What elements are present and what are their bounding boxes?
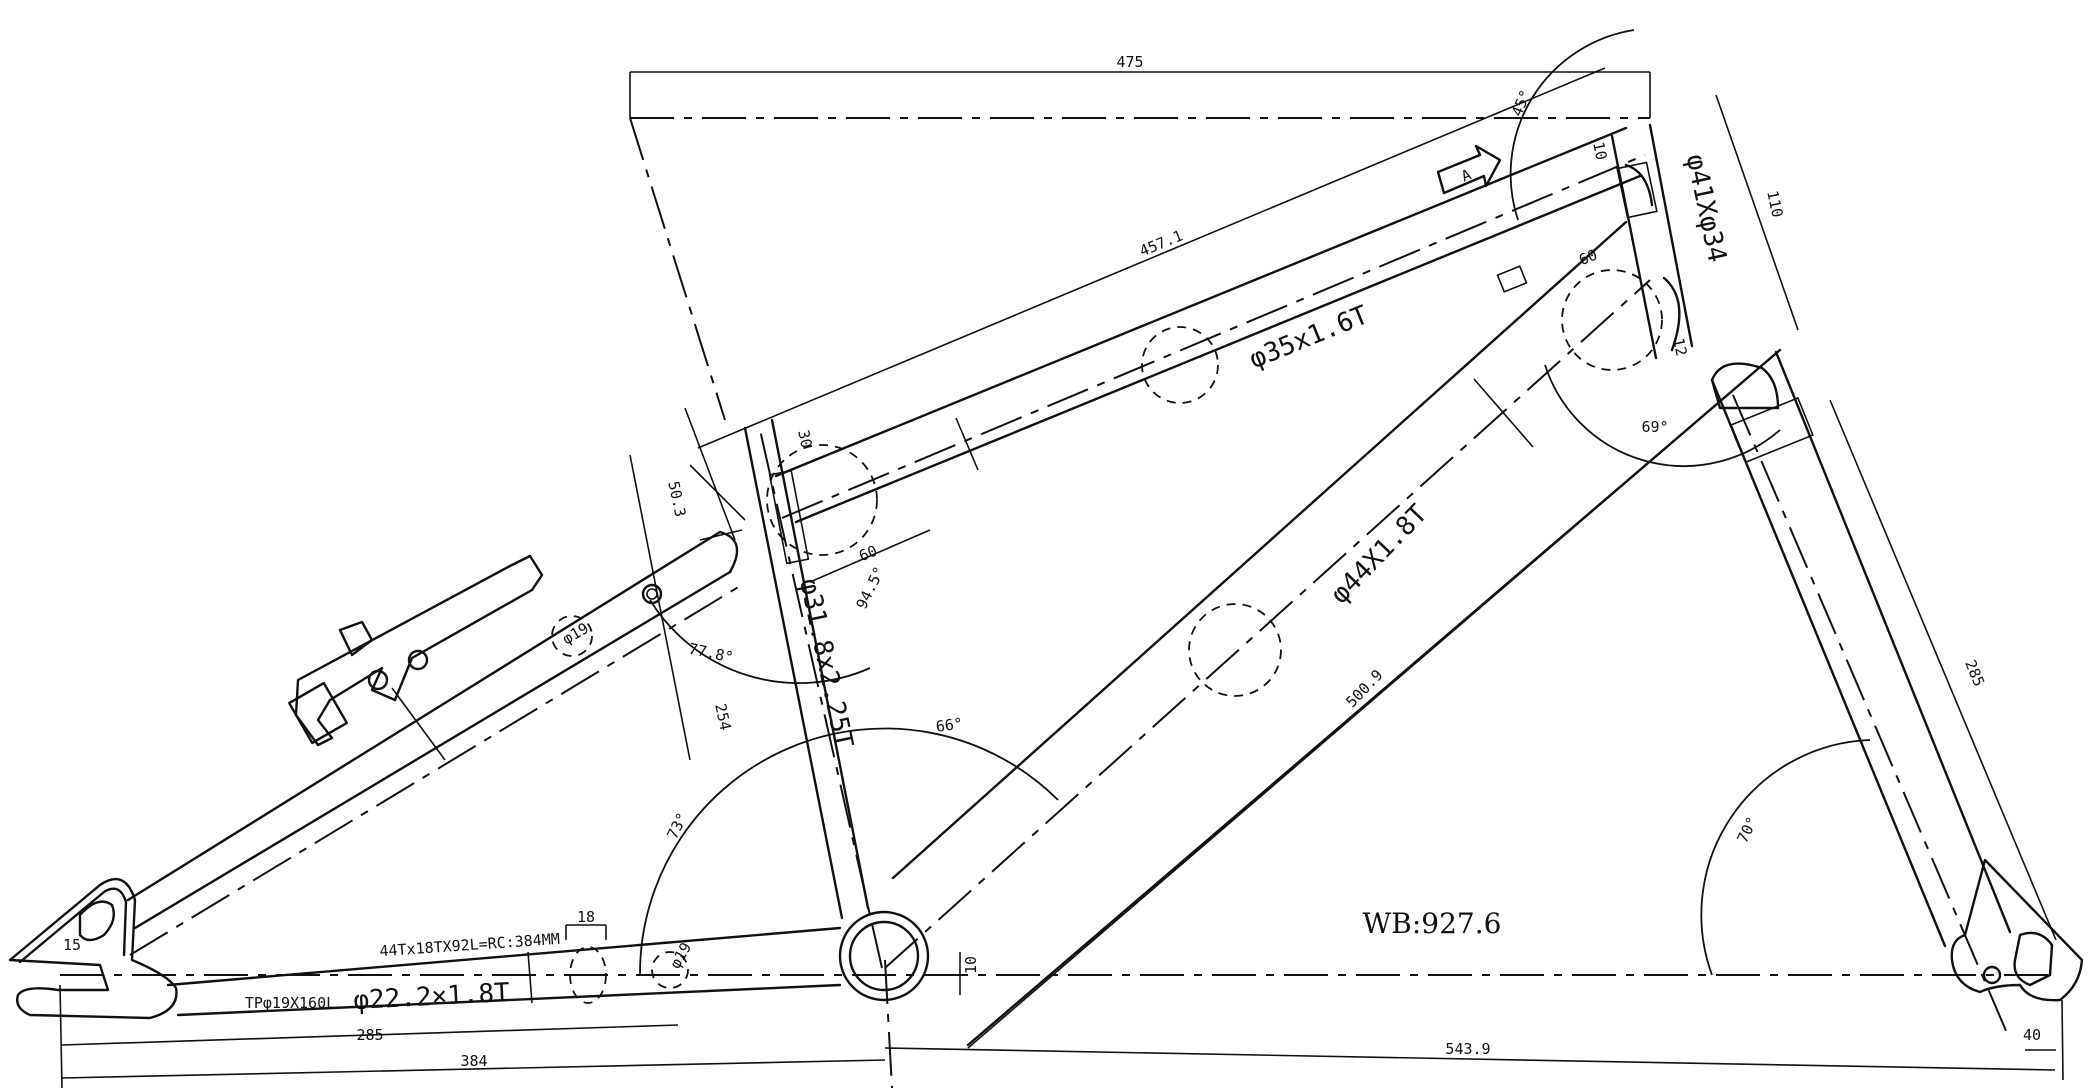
seat-stays (126, 530, 739, 930)
fork (1710, 350, 2084, 1081)
label-chainstay-plate: TPφ19X160L (245, 994, 335, 1012)
angle-head-down: 69° (1641, 418, 1668, 436)
angle-bb-seat: 73° (663, 810, 691, 842)
dim-head-tube-length: 110 (1763, 189, 1786, 219)
rear-dropout (8, 877, 178, 1020)
dim-seat-cluster: 30 (794, 428, 815, 449)
dim-head-gusset-2: 12 (1669, 336, 1690, 357)
dimension-lines (59, 67, 2057, 1089)
dim-rear-dropout: 15 (63, 936, 81, 954)
dim-seat-stay-length: 285 (356, 1026, 383, 1044)
brake-caliper (287, 554, 544, 761)
dim-dropout-offset: 40 (2023, 1026, 2041, 1044)
dim-chain-stay-length: 384 (460, 1052, 487, 1070)
dim-gusset-length: 60 (856, 542, 879, 565)
head-tube (1610, 123, 1694, 360)
top-tube (774, 126, 1642, 524)
centerlines (60, 117, 2050, 1089)
label-drive-spec: 44Tx18TX92L=RC:384MM (379, 930, 560, 961)
label-chain-stay: φ22.2×1.8T (353, 978, 511, 1016)
angle-seat-top: 94.5° (853, 564, 889, 612)
dim-bb-drop: 10 (962, 956, 980, 974)
label-head-tube: φ41Xφ34 (1680, 152, 1732, 265)
view-arrow-icon: A (1436, 144, 1502, 195)
label-seat-stay: φ19 (666, 939, 695, 971)
dim-fork-length: 285 (1961, 657, 1988, 689)
dim-front-center: 543.9 (1445, 1040, 1490, 1058)
dim-reach: 475 (1116, 53, 1143, 71)
dim-gusset-length-2: 60 (1576, 246, 1599, 269)
labels: 475 457.1 φ35x1.6T φ41Xφ34 110 φ44X1.8T … (63, 53, 2041, 1070)
angle-bb-down: 66° (935, 714, 964, 736)
dim-seat-tube-length: 254 (711, 702, 734, 732)
dim-head-gusset: 10 (1589, 140, 1610, 161)
dim-bridge-width: 18 (577, 908, 595, 926)
label-brake-seat-stay: φ19 (559, 619, 591, 648)
angle-head-top: 45° (1508, 87, 1535, 119)
chain-stays (166, 924, 842, 1017)
view-label: A (1459, 165, 1474, 185)
seat-tube (699, 418, 878, 920)
dim-seat-offset: 50.3 (664, 479, 689, 518)
bottom-bracket (838, 910, 930, 1002)
label-down-tube: φ44X1.8T (1325, 499, 1434, 610)
down-tube (891, 220, 1782, 1047)
angle-seat-stay: 77.8° (687, 640, 735, 667)
dim-top-tube-length: 457.1 (1137, 227, 1186, 261)
angle-fork: 70° (1733, 814, 1761, 846)
label-wheelbase: WB:927.6 (1363, 907, 1502, 940)
